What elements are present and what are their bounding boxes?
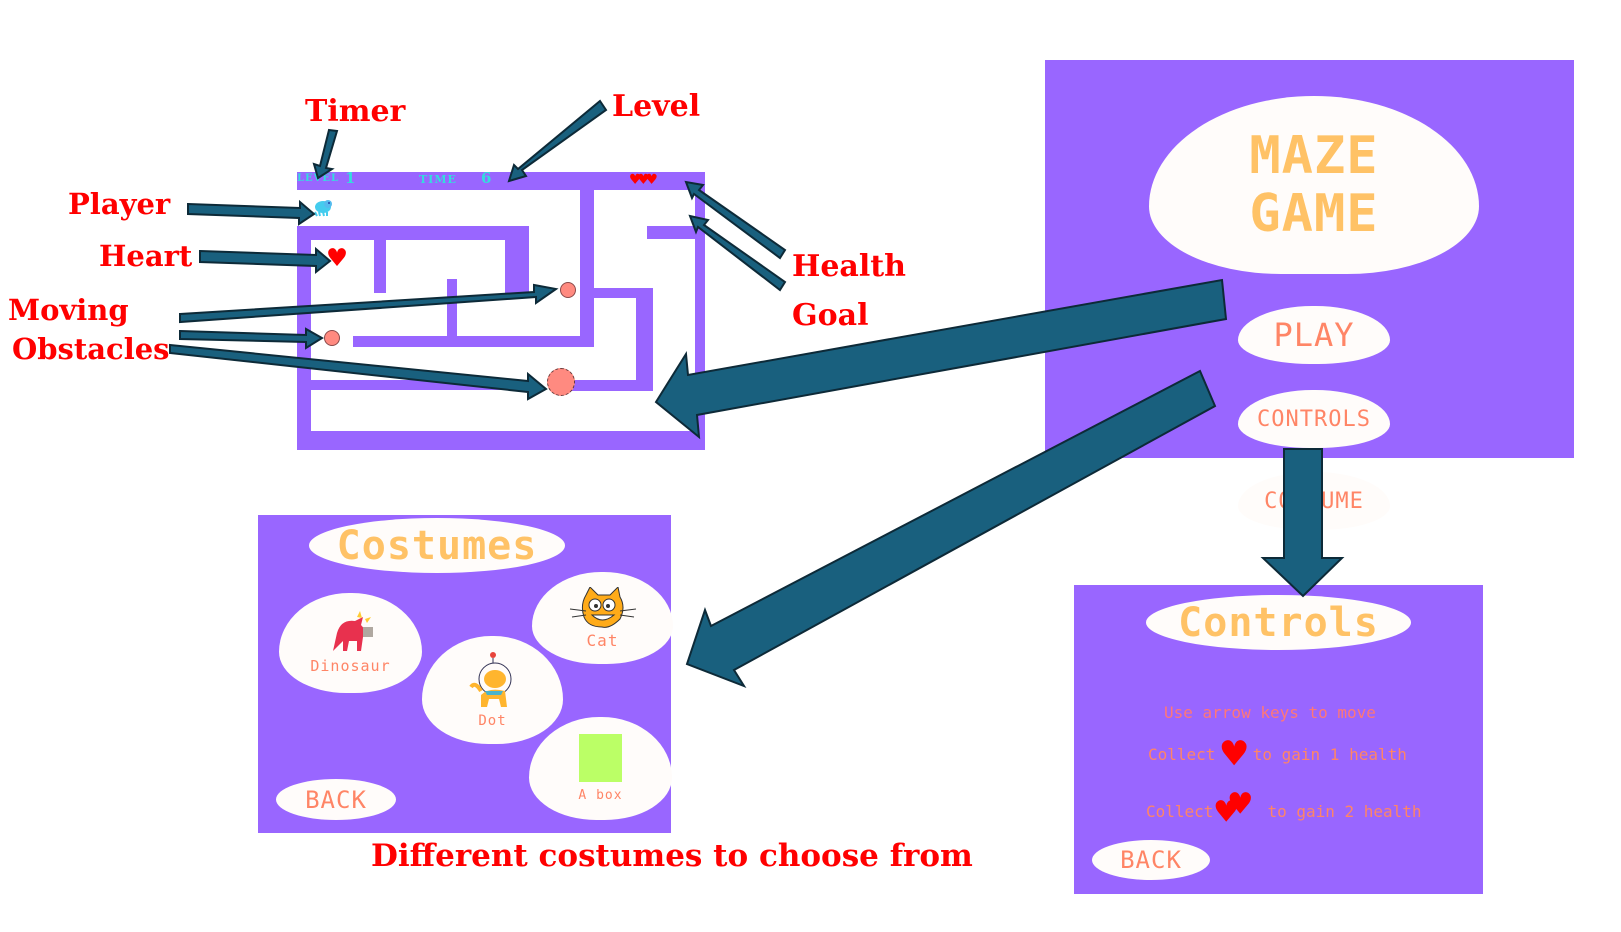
goal-annotation: Goal — [792, 298, 869, 333]
controls-button[interactable]: CONTROLS — [1238, 390, 1390, 448]
controls-title: Controls — [1178, 599, 1379, 646]
collect-label: Collect — [1148, 744, 1216, 764]
health-hearts: ♥♥♥ — [630, 170, 657, 190]
costumes-screen: Costumes Dinosaur Cat — [258, 515, 673, 833]
level-value: 1 — [345, 169, 356, 187]
player-annotation: Player — [68, 187, 171, 221]
moving-obstacle — [324, 330, 340, 346]
goal-obstacle — [547, 368, 575, 396]
timer-annotation: Timer — [305, 94, 406, 129]
costume-cat[interactable]: Cat — [532, 572, 673, 664]
dinosaur-icon — [332, 611, 373, 651]
instruction-two-hearts: Collect ♥ ♥ to gain 2 health — [1146, 784, 1422, 833]
costumes-title-blob: Costumes — [309, 518, 565, 573]
heart-annotation: Heart — [99, 239, 193, 273]
health-annotation: Health — [792, 249, 906, 284]
costume-button[interactable]: COSTUME — [1238, 472, 1390, 530]
heart-icon: ♥ — [630, 170, 640, 190]
game-title: MAZE GAME — [1249, 127, 1378, 243]
maze-wall — [505, 226, 529, 298]
player-arrow — [187, 199, 316, 226]
heart-icon: ♥ — [1221, 729, 1247, 778]
main-menu-screen: MAZE GAME PLAY CONTROLS COSTUME — [1045, 60, 1574, 530]
maze-wall — [580, 190, 594, 347]
player-sprite — [314, 200, 332, 217]
costume-dot-label: Dot — [478, 713, 507, 729]
gain-one-health-label: to gain 1 health — [1252, 744, 1407, 764]
costume-button-label: COSTUME — [1264, 488, 1364, 514]
maze-wall — [297, 226, 529, 240]
controls-button-label: CONTROLS — [1257, 406, 1371, 432]
maze-wall — [647, 226, 705, 239]
costumes-caption: Different costumes to choose from — [371, 838, 973, 874]
box-icon — [579, 734, 622, 782]
maze-wall — [447, 279, 457, 344]
cat-icon — [569, 586, 636, 628]
time-value: 6 — [481, 169, 492, 187]
moving-obstacle — [560, 282, 576, 298]
heart-icon: ♥ — [638, 170, 648, 190]
costumes-title: Costumes — [336, 522, 538, 569]
gain-two-health-label: to gain 2 health — [1267, 801, 1422, 821]
double-heart-icon: ♥ ♥ — [1215, 784, 1252, 833]
costume-cat-label: Cat — [586, 630, 619, 650]
title-line-2: GAME — [1249, 184, 1379, 244]
costume-dinosaur-label: Dinosaur — [310, 657, 391, 675]
obstacles-annotation: Obstacles — [12, 332, 170, 366]
level-label: LEVEL — [297, 173, 340, 184]
maze-wall — [297, 431, 705, 450]
maze-wall — [554, 380, 653, 391]
maze-wall — [297, 226, 311, 450]
costume-a-box-label: A box — [578, 788, 623, 803]
maze-wall — [636, 288, 653, 391]
maze-wall — [297, 380, 513, 390]
heart-pickup-icon: ♥ — [328, 241, 347, 276]
instruction-one-heart: Collect ♥ to gain 1 health — [1148, 733, 1407, 775]
instruction-arrow-keys: Use arrow keys to move — [1164, 703, 1376, 722]
game-screen: LEVEL 1 TIME 6 ♥♥♥ ♥ — [297, 169, 705, 450]
controls-back-label: BACK — [1120, 846, 1182, 874]
costume-a-box[interactable]: A box — [529, 717, 672, 820]
collect-label: Collect — [1146, 801, 1214, 821]
maze-wall — [374, 226, 386, 293]
costumes-back-button[interactable]: BACK — [276, 779, 396, 820]
costumes-back-label: BACK — [305, 785, 367, 814]
maze-wall — [353, 336, 594, 347]
title-line-1: MAZE — [1249, 126, 1379, 186]
costume-dot[interactable]: Dot — [422, 636, 563, 744]
moving-annotation: Moving — [8, 293, 129, 327]
heart-icon: ♥ — [646, 170, 657, 190]
play-button-label: PLAY — [1273, 316, 1355, 354]
controls-back-button[interactable]: BACK — [1092, 840, 1210, 880]
timer-arrow — [312, 128, 339, 180]
controls-screen: Controls Use arrow keys to move Collect … — [1074, 585, 1483, 894]
level-arrow — [507, 99, 608, 183]
title-blob: MAZE GAME — [1149, 96, 1479, 274]
maze-walls — [297, 172, 705, 450]
level-annotation: Level — [612, 89, 701, 124]
costume-dinosaur[interactable]: Dinosaur — [279, 593, 422, 693]
controls-title-blob: Controls — [1146, 595, 1411, 650]
time-label: TIME — [419, 173, 457, 186]
maze-wall — [695, 172, 705, 450]
maze-wall — [580, 288, 653, 298]
dot-dog-icon — [468, 652, 511, 707]
play-button[interactable]: PLAY — [1238, 306, 1390, 364]
